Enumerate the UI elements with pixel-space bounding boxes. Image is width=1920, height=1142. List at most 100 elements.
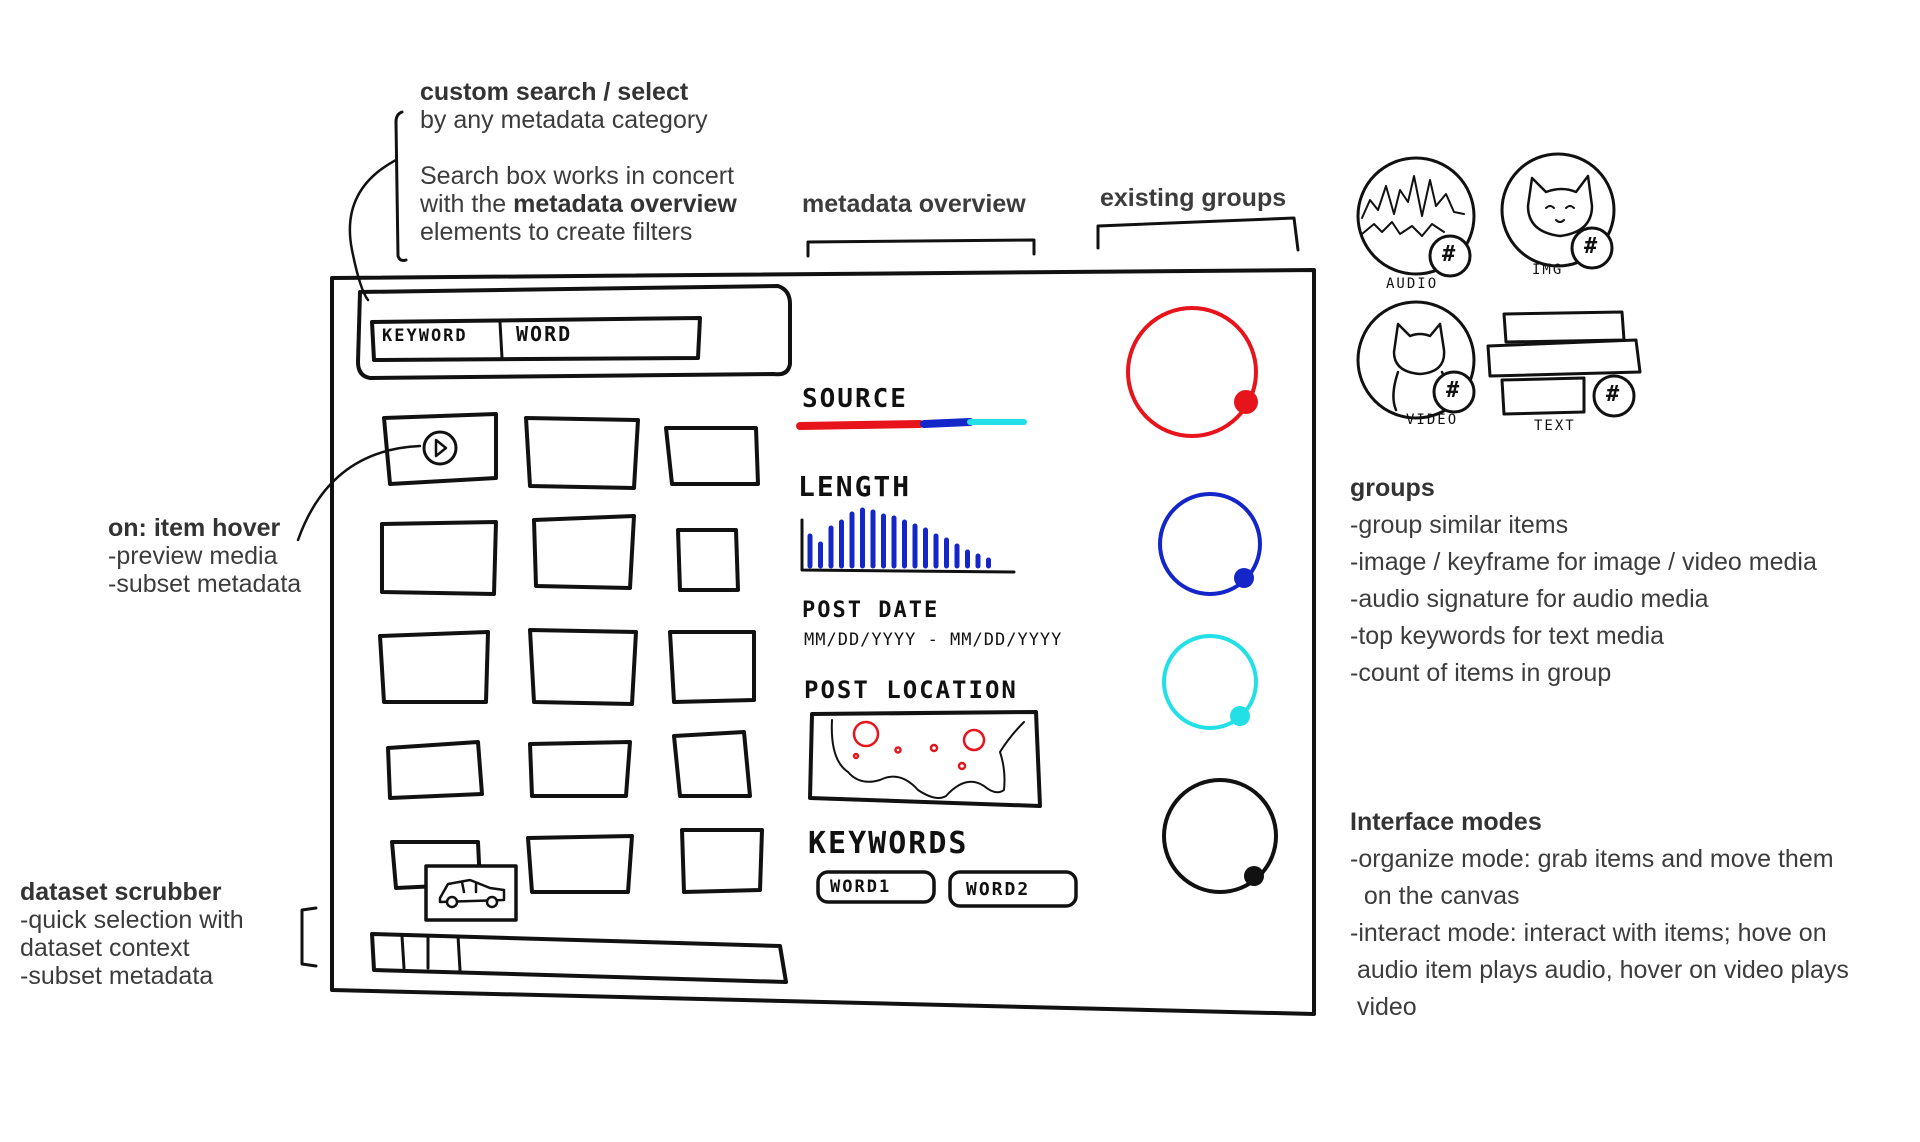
grid-item[interactable] [664,426,760,486]
dataset-scrubber-annotation: dataset scrubber -quick selection with d… [20,878,244,990]
interface-modes-annotation: Interface modes -organize mode: grab ite… [1350,804,1849,1026]
grid-item[interactable] [386,740,484,800]
group-circle[interactable] [1158,492,1262,596]
search-term-label[interactable]: WORD [516,322,573,346]
custom-search-annotation: custom search / select by any metadata c… [420,78,737,246]
grid-item[interactable] [382,412,498,486]
custom-search-desc-1: Search box works in concert [420,162,735,190]
group-icon-img-label: IMG [1532,262,1564,278]
group-icon-img [1500,152,1616,270]
post-location-label: POST LOCATION [804,676,1018,704]
group-circle-ring [1162,778,1278,894]
groups-item: -count of items in group [1350,659,1612,687]
length-label: LENGTH [798,470,912,503]
group-circle[interactable] [1162,778,1278,894]
grid-item[interactable] [380,520,498,596]
keyword-chip-2-label[interactable]: WORD2 [966,879,1031,900]
post-location-map[interactable] [808,710,1042,808]
custom-search-leader [348,158,398,302]
grid-item[interactable] [668,630,756,704]
text-stack-icon [1502,310,1626,344]
group-circle-ring [1162,634,1258,730]
dataset-scrubber-item: -subset metadata [20,962,214,990]
group-icon-text-badge: # [1606,382,1622,407]
grid-item[interactable] [526,834,634,894]
group-circle-handle[interactable] [1234,568,1254,588]
post-date-label: POST DATE [802,598,940,623]
item-hover-item: -subset metadata [108,570,302,598]
play-icon [422,430,458,466]
group-circle[interactable] [1162,634,1258,730]
grid-item[interactable] [676,528,740,592]
group-circle-handle[interactable] [1234,390,1258,414]
custom-search-desc-3: elements to create filters [420,218,693,246]
audio-waveform [1361,175,1465,219]
interface-modes-item: on the canvas [1350,882,1520,910]
length-histogram[interactable] [807,507,991,569]
groups-item: -top keywords for text media [1350,622,1665,650]
custom-search-subtitle: by any metadata category [420,106,708,134]
dataset-scrubber-bracket [300,906,318,968]
existing-groups-label: existing groups [1100,184,1287,212]
group-icon-img-badge: # [1584,234,1600,259]
dataset-scrubber-title: dataset scrubber [20,878,222,906]
keyword-chip-1-label[interactable]: WORD1 [830,877,892,897]
dataset-scrubber-item: -quick selection with [20,906,244,934]
map-hotspots [852,720,986,771]
source-label: SOURCE [802,384,908,414]
car-icon [438,878,506,909]
interface-modes-item: -interact mode: interact with items; hov… [1350,919,1827,947]
interface-modes-item: audio item plays audio, hover on video p… [1350,956,1849,984]
grid-item[interactable] [672,730,752,798]
group-circle[interactable] [1126,306,1258,438]
groups-item: -audio signature for audio media [1350,585,1709,613]
grid-item[interactable] [528,740,632,798]
group-circle-ring [1126,306,1258,438]
item-hover-annotation: on: item hover -preview media -subset me… [108,514,301,598]
item-hover-leader [296,444,422,542]
grid-item[interactable] [524,416,640,490]
custom-search-title: custom search / select [420,78,689,106]
post-date-range[interactable]: MM/DD/YYYY - MM/DD/YYYY [804,630,1063,650]
group-circle-ring [1158,492,1262,596]
group-icon-video [1356,300,1476,420]
groups-item: -image / keyframe for image / video medi… [1350,548,1817,576]
grid-item[interactable] [528,628,638,706]
keywords-label: KEYWORDS [808,826,969,861]
item-hover-item: -preview media [108,542,278,570]
group-icon-audio [1356,156,1476,278]
groups-item: -group similar items [1350,511,1569,539]
metadata-overview-label: metadata overview [802,190,1026,218]
item-hover-title: on: item hover [108,514,281,542]
group-circle-handle[interactable] [1230,706,1250,726]
grid-item[interactable] [680,828,764,894]
metadata-overview-bracket [806,238,1036,258]
group-icon-text [1486,310,1642,418]
interface-modes-item: video [1350,993,1417,1021]
main-window-frame [330,268,1316,1016]
group-circle-handle[interactable] [1244,866,1264,886]
group-icon-video-badge: # [1446,378,1462,403]
grid-item[interactable] [378,630,490,704]
group-icon-audio-badge: # [1442,242,1458,267]
keyword-chip-1[interactable] [816,870,936,904]
groups-annotation: groups -group similar items -image / key… [1350,470,1817,692]
group-icon-video-label: VIDEO [1406,412,1459,428]
cat-face-icon [1526,174,1594,238]
keyword-chip-2[interactable] [948,870,1078,908]
search-box[interactable] [356,284,792,380]
interface-modes-title: Interface modes [1350,808,1542,836]
dataset-scrubber-item: dataset context [20,934,190,962]
length-histogram-axis [800,518,1016,574]
hover-preview [424,864,518,922]
grid-item[interactable] [532,514,636,590]
item-grid [378,412,764,894]
custom-search-bracket [394,110,408,262]
dataset-scrubber[interactable] [370,932,788,984]
groups-title: groups [1350,474,1435,502]
existing-groups-bracket [1096,216,1300,252]
interface-modes-item: -organize mode: grab items and move them [1350,845,1834,873]
search-category-label[interactable]: KEYWORD [382,326,468,346]
source-bar[interactable] [796,418,1027,430]
